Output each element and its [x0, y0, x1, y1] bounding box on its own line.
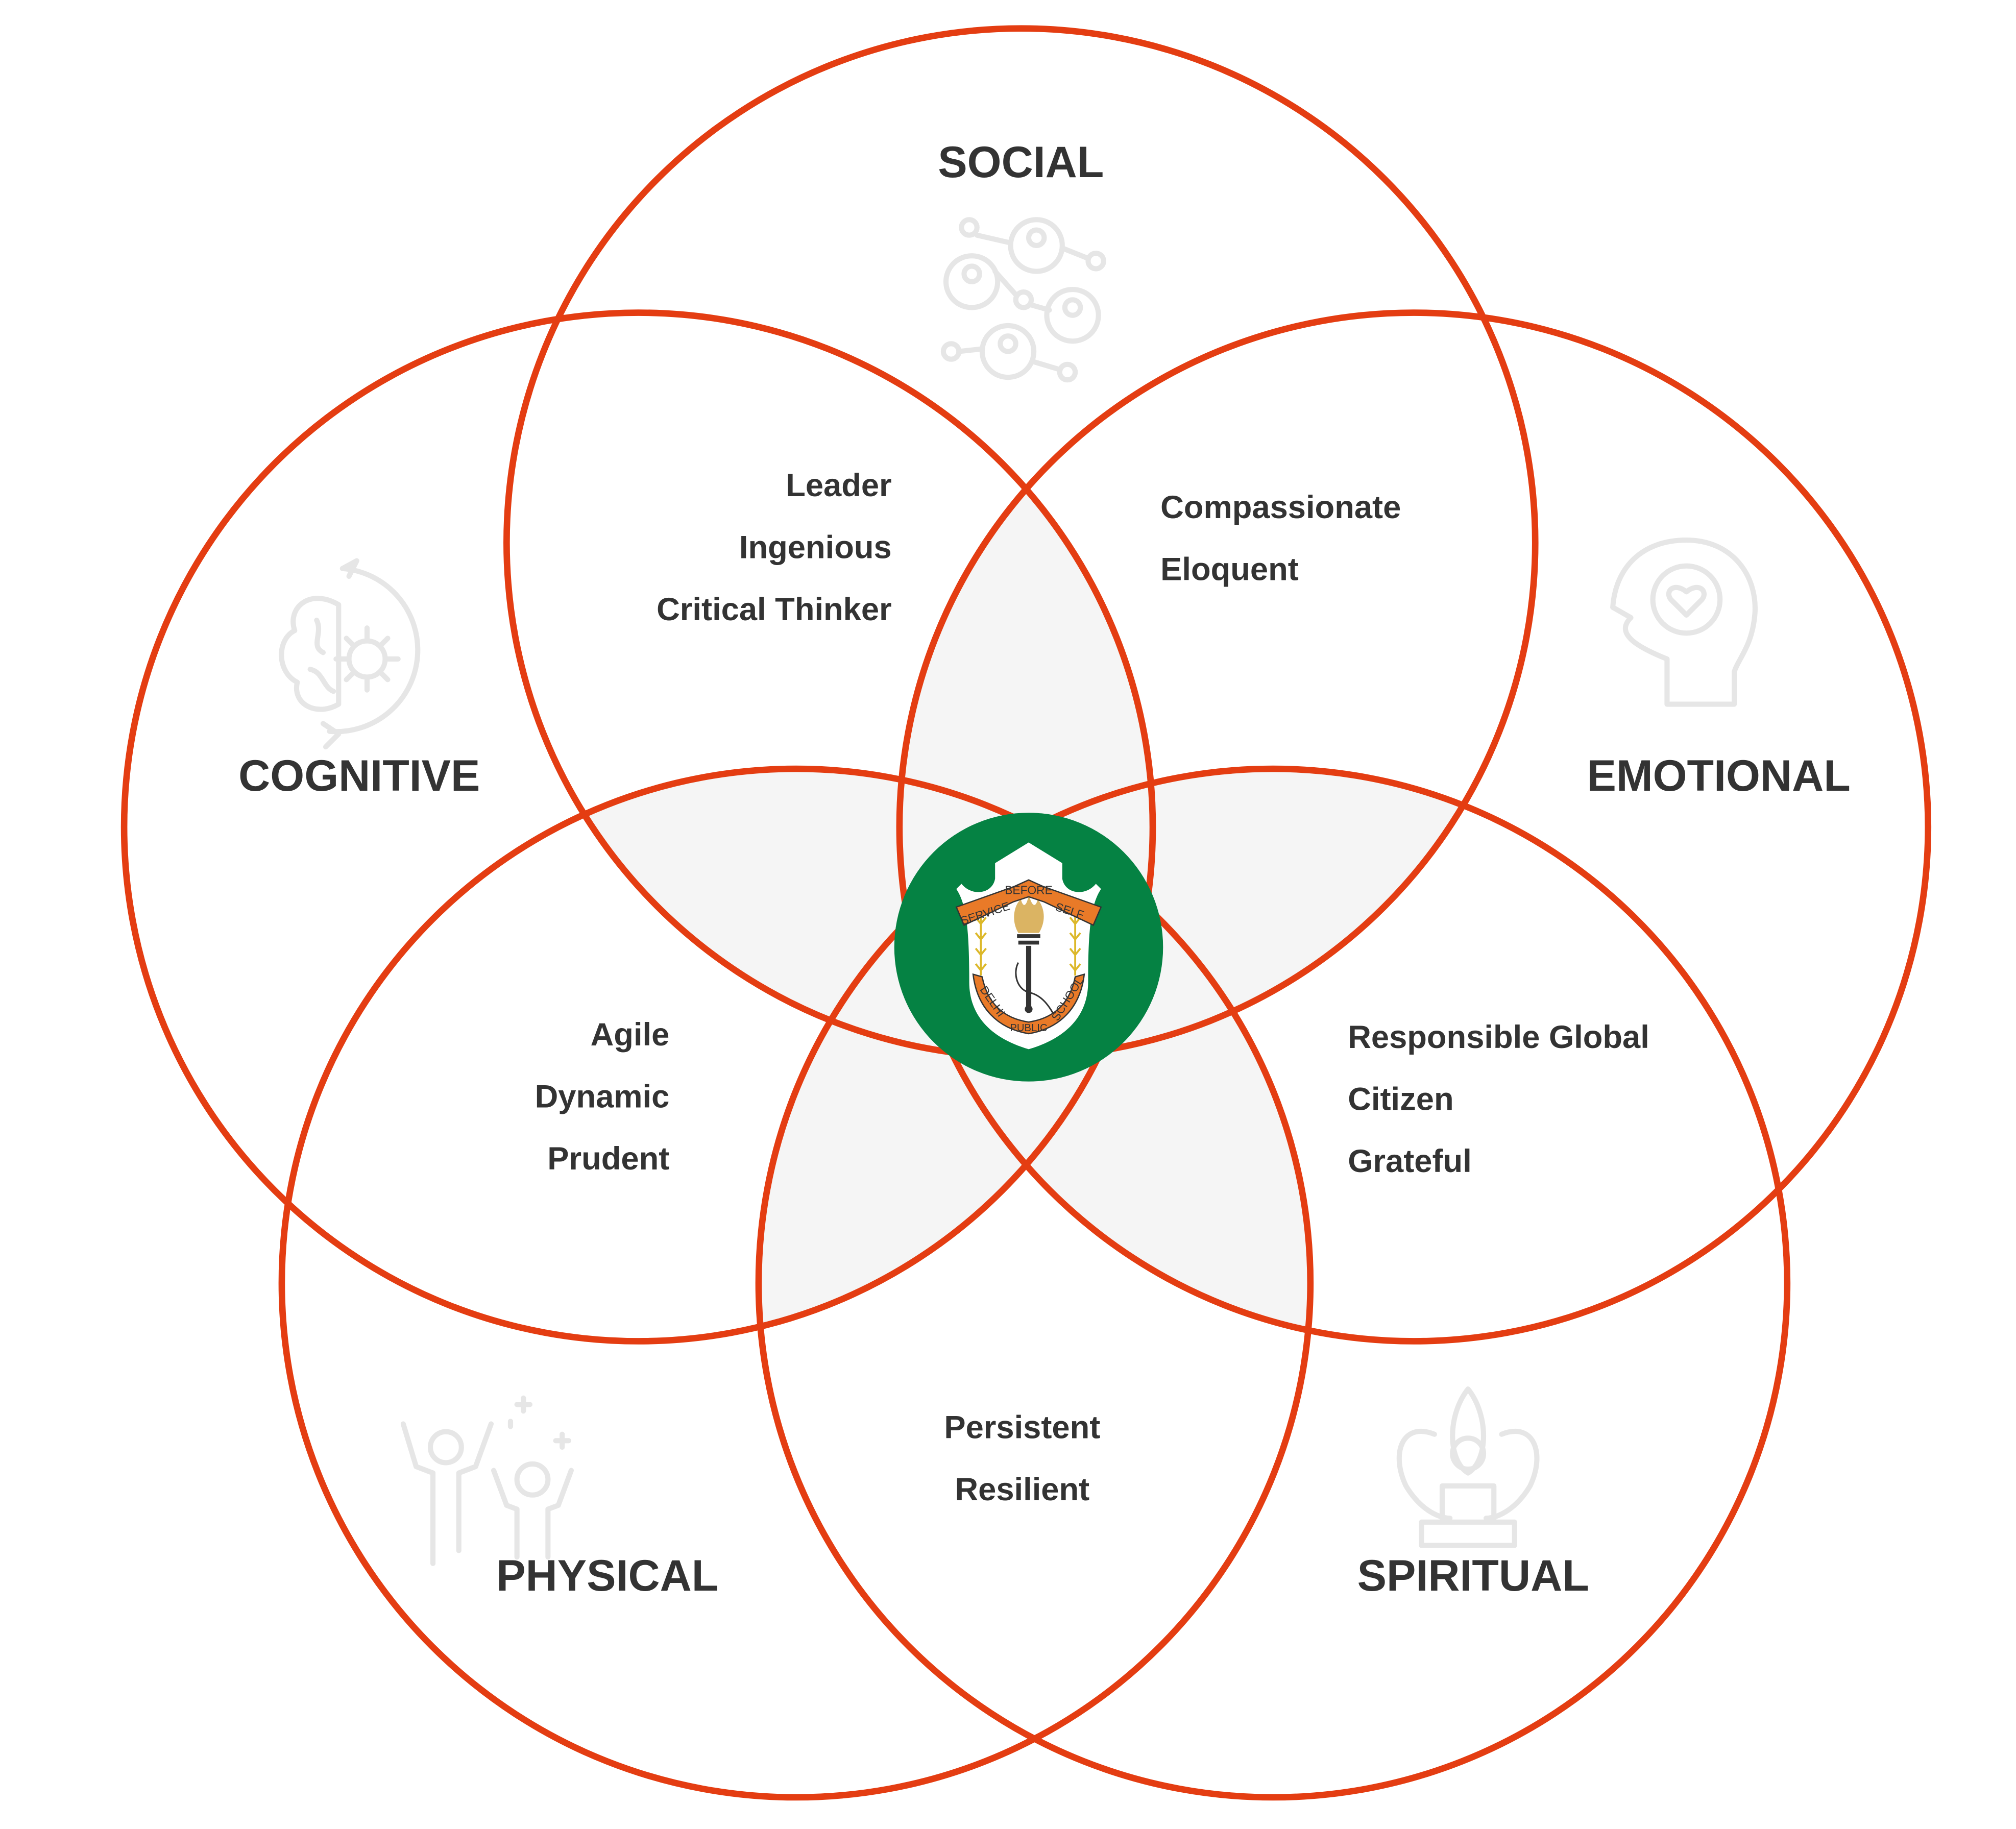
overlap-region [758, 769, 1153, 1342]
head-heart-icon [1610, 538, 1758, 707]
ring-emotional [896, 309, 1932, 1345]
trait: Grateful [1348, 1143, 1472, 1179]
label-spiritual: SPIRITUAL [1357, 1551, 1589, 1600]
trait: Persistent [944, 1409, 1100, 1445]
trait: Citizen [1348, 1081, 1453, 1117]
school-name-word: PUBLIC [1010, 1022, 1047, 1034]
active-people-icon [400, 1395, 574, 1566]
trait: Eloquent [1160, 552, 1299, 588]
social-network-icon [940, 217, 1106, 383]
triple-overlap-regions [506, 312, 1536, 1342]
ring-spiritual [755, 765, 1791, 1801]
traits-emotional-spiritual: Responsible Global Citizen Grateful [1348, 1019, 1649, 1179]
traits-cognitive-physical: Agile Dynamic Prudent [535, 1017, 670, 1177]
label-emotional: EMOTIONAL [1587, 751, 1851, 800]
trait: Agile [591, 1017, 670, 1053]
trait: Compassionate [1160, 490, 1401, 525]
traits-physical-spiritual: Persistent Resilient [944, 1409, 1100, 1507]
trait: Ingenious [739, 530, 892, 566]
traits-social-emotional: Compassionate Eloquent [1160, 490, 1401, 588]
trait: Resilient [955, 1472, 1089, 1507]
meditation-lotus-icon [1396, 1386, 1540, 1548]
trait: Leader [786, 468, 891, 503]
overlap-region [899, 769, 1536, 1057]
torch-flame-icon [1014, 894, 1058, 1021]
ring-physical [278, 765, 1314, 1801]
label-social: SOCIAL [938, 138, 1104, 187]
school-logo: SERVICE BEFORE SELF DELHI PUBLIC SCHOOL [894, 813, 1163, 1082]
motto-word: BEFORE [1005, 884, 1053, 897]
overlap-region [899, 312, 1153, 1057]
ring-cognitive [120, 309, 1156, 1345]
label-physical: PHYSICAL [496, 1551, 718, 1600]
trait: Responsible Global [1348, 1019, 1649, 1055]
overlap-region [506, 769, 1153, 1057]
trait: Dynamic [535, 1079, 670, 1114]
label-cognitive: COGNITIVE [238, 751, 480, 800]
trait: Prudent [547, 1141, 669, 1177]
traits-social-cognitive: Leader Ingenious Critical Thinker [657, 468, 892, 627]
brain-gear-icon [279, 558, 421, 750]
trait: Critical Thinker [657, 592, 892, 627]
overlap-region [899, 769, 1310, 1342]
